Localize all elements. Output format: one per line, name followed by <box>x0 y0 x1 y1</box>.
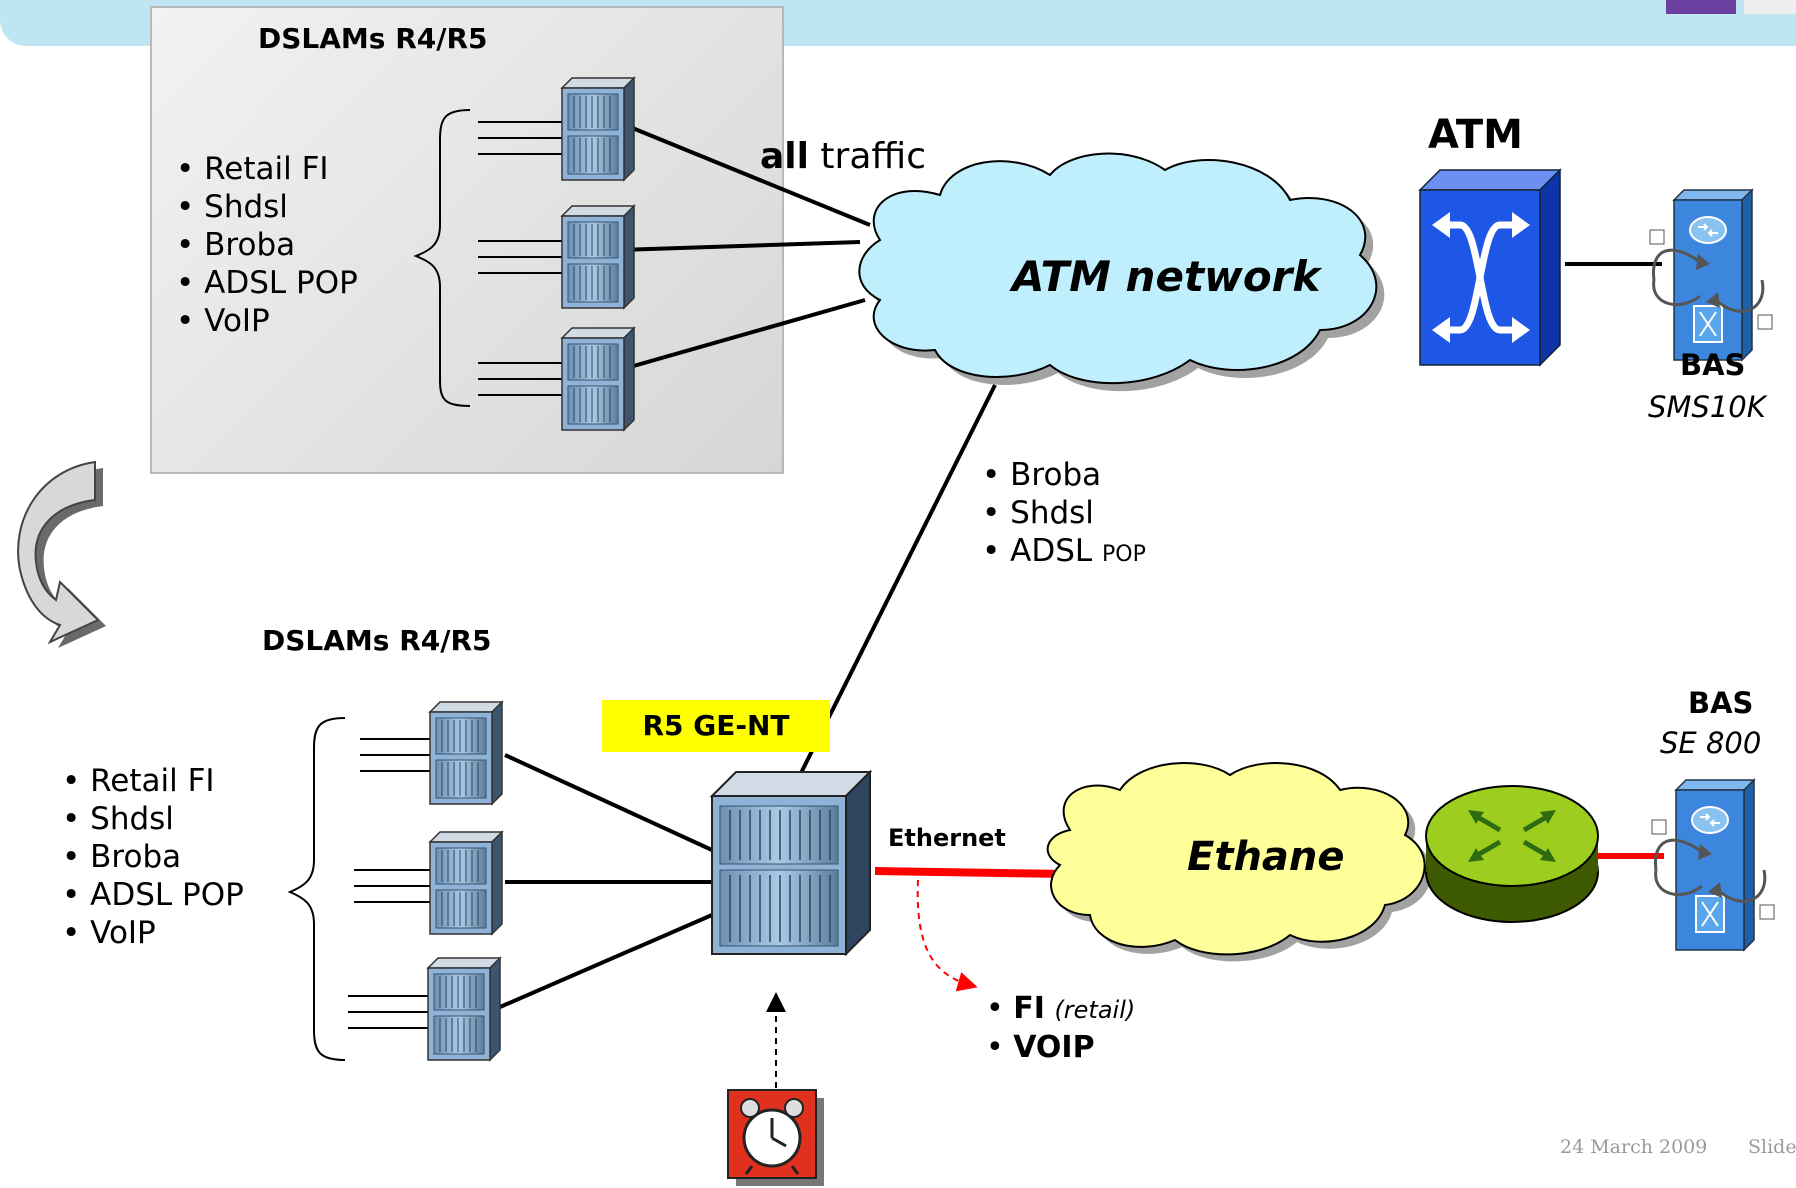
list-item: Broba <box>176 226 358 264</box>
link-dslam2-atm <box>619 240 861 252</box>
list-item: Shdsl <box>176 188 358 226</box>
list-item: VoIP <box>62 914 244 952</box>
bas-top-icon <box>1648 188 1774 362</box>
fi-note: (retail) <box>1054 996 1136 1024</box>
voip-label: VOIP <box>1013 1030 1095 1065</box>
list-item: Shdsl <box>62 800 244 838</box>
corner-tab-icon <box>1744 0 1796 14</box>
bottom-dslam-inputs <box>348 738 430 1029</box>
atm-switch-icon <box>1418 168 1562 367</box>
footer-slide: Slide <box>1748 1136 1796 1158</box>
dslam-rack-icon <box>429 701 503 805</box>
dslam-rack-icon <box>561 205 635 309</box>
list-item: Retail FI <box>176 150 358 188</box>
list-item: • VOIP <box>986 1030 1095 1065</box>
top-brace <box>413 109 471 407</box>
atm-cloud <box>858 152 1385 392</box>
list-item: Shdsl <box>982 494 1146 532</box>
fi-label: FI <box>1013 991 1045 1026</box>
footer-date: 24 March 2009 <box>1560 1136 1708 1158</box>
top-dslam-header: DSLAMs R4/R5 <box>258 22 488 55</box>
atm-title: ATM <box>1428 112 1523 158</box>
curved-arrow-icon <box>17 460 106 648</box>
traffic-label: all traffic <box>760 136 926 177</box>
list-item: ADSL POP <box>176 264 358 302</box>
list-item: VoIP <box>176 302 358 340</box>
link-atm-ge-nt <box>798 384 997 776</box>
bottom-dslam-header: DSLAMs R4/R5 <box>262 624 492 657</box>
bas-bottom-name: BAS <box>1688 686 1754 720</box>
brand-logo-icon <box>1666 0 1736 14</box>
traffic-label-rest: traffic <box>808 136 927 177</box>
traffic-label-bold: all <box>760 136 809 177</box>
ethernet-label: Ethernet <box>888 824 1006 852</box>
dslam-rack-icon <box>429 831 503 935</box>
alarm-clock-icon <box>727 1089 824 1186</box>
adsl-suffix: POP <box>1102 542 1146 567</box>
ethernet-link <box>874 867 1069 878</box>
ethane-cloud-label: Ethane <box>1187 834 1345 880</box>
list-item: ADSL POP <box>982 532 1146 574</box>
top-dslam-services: Retail FI Shdsl Broba ADSL POP VoIP <box>176 150 358 340</box>
bottom-brace <box>287 717 346 1061</box>
bas-bottom-icon <box>1650 778 1776 952</box>
dslam-rack-icon <box>561 77 635 181</box>
list-item: Broba <box>62 838 244 876</box>
list-item: Retail FI <box>62 762 244 800</box>
link-bdslam3-ge-nt <box>499 913 713 1009</box>
dslam-rack-icon <box>427 957 501 1061</box>
ethane-cloud <box>1046 762 1432 962</box>
local-breakout-arrow <box>916 879 978 992</box>
local-services: • FI (retail) • VOIP <box>986 990 1135 1067</box>
list-item: Broba <box>982 456 1146 494</box>
adsl-label: ADSL <box>1010 533 1093 569</box>
ge-nt-label: R5 GE-NT <box>602 700 830 752</box>
edge-router-icon <box>1425 785 1599 923</box>
bas-bottom-model: SE 800 <box>1660 726 1762 760</box>
bottom-dslam-services: Retail FI Shdsl Broba ADSL POP VoIP <box>62 762 244 952</box>
list-item: ADSL POP <box>62 876 244 914</box>
link-services: Broba Shdsl ADSL POP <box>982 456 1146 574</box>
top-dslam-inputs <box>478 121 562 396</box>
dslam-rack-icon <box>561 327 635 431</box>
bas-top-model: SMS10K <box>1648 390 1766 424</box>
list-item: • FI (retail) <box>986 991 1136 1026</box>
bas-top-name: BAS <box>1680 348 1746 382</box>
ge-nt-rack-icon <box>709 769 873 957</box>
link-bdslam1-ge-nt <box>504 753 713 852</box>
link-dslam1-atm <box>629 125 871 227</box>
link-dslam3-atm <box>629 298 866 369</box>
atm-cloud-label: ATM network <box>1012 252 1321 301</box>
